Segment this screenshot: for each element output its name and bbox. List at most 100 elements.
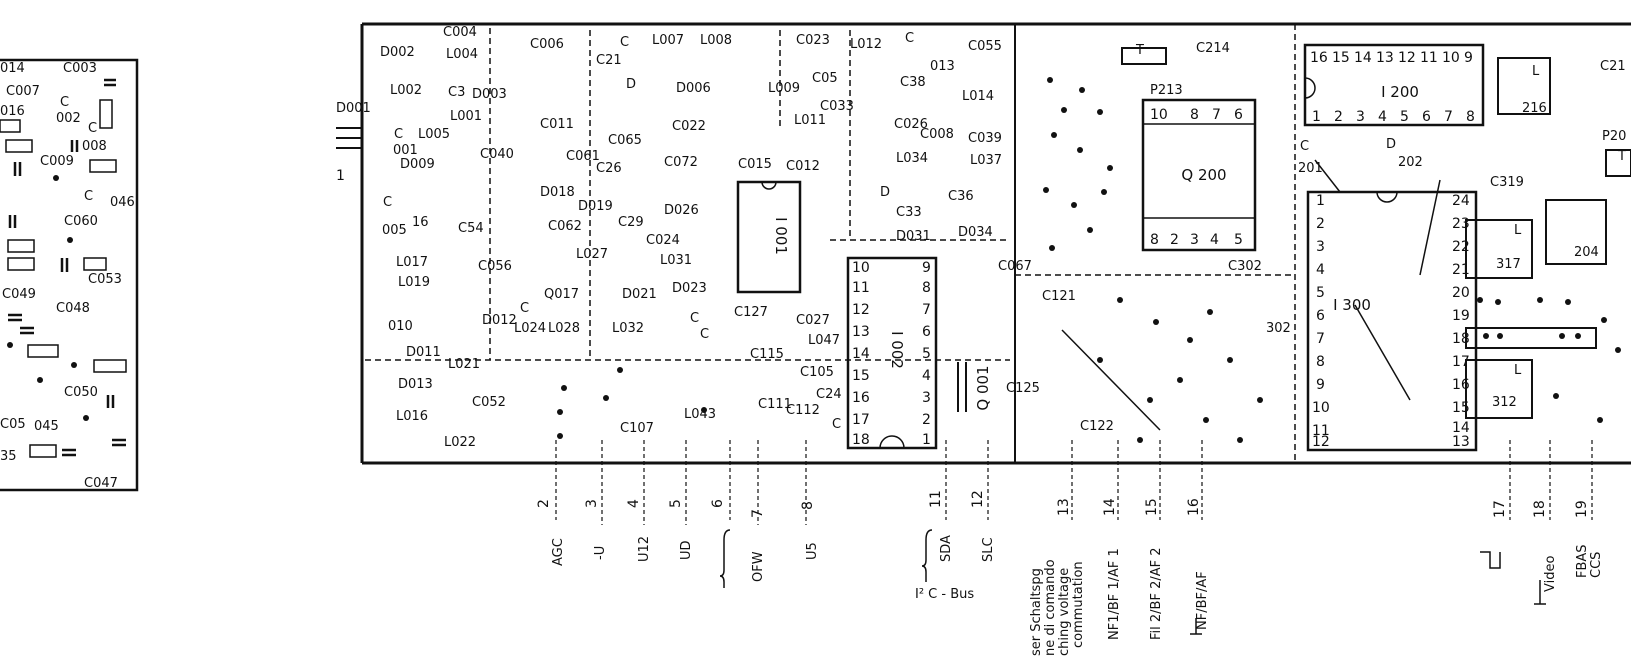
pin-number: 5 (1234, 232, 1243, 248)
ic-label: Q 200 (1181, 166, 1226, 184)
pin-number: 11 (1420, 50, 1438, 66)
component-label: D001 (336, 101, 371, 116)
component-label: L043 (684, 407, 716, 422)
component-label: L009 (768, 81, 800, 96)
pin-number: 2 (1170, 232, 1179, 248)
component-label: C111 (758, 397, 792, 412)
pin-number: 23 (1452, 216, 1470, 232)
component-label: L034 (896, 151, 928, 166)
component-label: C (620, 35, 629, 50)
component-label: C121 (1042, 289, 1076, 304)
pin-number: 8 (1466, 109, 1475, 125)
component-label: D006 (676, 81, 711, 96)
component-labels: C004 D002 L004 C006 C C21 L007 L008 C023… (336, 25, 1626, 450)
pin-number: 15 (1144, 498, 1160, 516)
pin-number: 6 (1234, 107, 1243, 123)
component-label: L001 (450, 109, 482, 124)
pin-number: 3 (1316, 239, 1325, 255)
pin-number: 2 (1334, 109, 1343, 125)
pin-number: 4 (626, 499, 642, 508)
pin-number: 2 (1316, 216, 1325, 232)
switching-text-line: ser Schaltspg (1029, 568, 1044, 656)
pin-number: 2 (536, 499, 552, 508)
signal-label: -U (593, 546, 608, 560)
lf-label: C003 (63, 61, 97, 76)
lf-label: 002 (56, 111, 81, 126)
component-label: L012 (850, 37, 882, 52)
component-label: L008 (700, 33, 732, 48)
component-label: L005 (418, 127, 450, 142)
signal-labels: AGC -U U12 UD U5 SDA SLC NF/BF/AF Video … (551, 535, 1604, 656)
component-label: L (1532, 64, 1540, 79)
component-label: 202 (1398, 155, 1423, 170)
switching-text-line: ching voltage (1057, 568, 1072, 656)
component-label: L024 (514, 321, 546, 336)
component-label: C067 (998, 259, 1032, 274)
component-label: C006 (530, 37, 564, 52)
lf-label: C05 (0, 417, 26, 432)
lf-label: C050 (64, 385, 98, 400)
pin-number: 9 (1464, 50, 1473, 66)
pin-number: 18 (852, 432, 870, 448)
switching-text-line: ne di comando (1043, 559, 1058, 656)
lf-label: C048 (56, 301, 90, 316)
signal-label: U5 (805, 542, 820, 560)
component-label: D (626, 77, 636, 92)
pin-number: 22 (1452, 239, 1470, 255)
component-label: L019 (398, 275, 430, 290)
pin-number: 15 (1332, 50, 1350, 66)
component-label: C011 (540, 117, 574, 132)
pin-number: 16 (852, 390, 870, 406)
pin-number: 5 (668, 499, 684, 508)
component-label: 204 (1574, 245, 1599, 260)
pin-number: 10 (1312, 400, 1330, 416)
group-braces (719, 529, 1546, 635)
pin-number: 14 (852, 346, 870, 362)
pin-number: 11 (928, 490, 944, 508)
pin-number: 17 (1452, 354, 1470, 370)
bottom-pin-numbers: 2 3 4 5 6 7 8 11 12 13 14 15 16 17 18 19 (536, 490, 1590, 518)
pin-number: 8 (1150, 232, 1159, 248)
component-label: C008 (920, 127, 954, 142)
signal-label: SLC (981, 537, 996, 562)
pin-number: 6 (922, 324, 931, 340)
component-label: L031 (660, 253, 692, 268)
pin-number: 9 (1316, 377, 1325, 393)
switching-text-line: commutation (1071, 561, 1086, 648)
pin-number: 6 (1316, 308, 1325, 324)
component-label: C21 (1600, 59, 1626, 74)
component-label: L016 (396, 409, 428, 424)
component-label: L017 (396, 255, 428, 270)
component-label: 010 (388, 319, 413, 334)
i002-pin-numbers: 10 11 12 13 14 15 16 17 18 9 8 7 6 5 4 3… (852, 260, 931, 448)
component-label: C33 (896, 205, 922, 220)
component-label: L022 (444, 435, 476, 450)
component-label: L (1514, 223, 1522, 238)
pin-number: 4 (1378, 109, 1387, 125)
component-label: C125 (1006, 381, 1040, 396)
coil-boxes (1121, 47, 1631, 419)
signal-label: U12 (637, 536, 652, 562)
component-label: D003 (472, 87, 507, 102)
component-label: C056 (478, 259, 512, 274)
lf-label: C (88, 121, 97, 136)
component-label: C023 (796, 33, 830, 48)
component-label: D011 (406, 345, 441, 360)
component-label: C033 (820, 99, 854, 114)
component-label: C38 (900, 75, 926, 90)
component-label: C105 (800, 365, 834, 380)
pin-number: 1 (1312, 109, 1321, 125)
component-label: D018 (540, 185, 575, 200)
component-label: L007 (652, 33, 684, 48)
pin-number: 3 (1356, 109, 1365, 125)
component-label: C29 (618, 215, 644, 230)
pin-number: 7 (750, 509, 766, 518)
pin-number: 11 (852, 280, 870, 296)
component-label: L011 (794, 113, 826, 128)
pin-number: 6 (710, 499, 726, 508)
component-label: C026 (894, 117, 928, 132)
component-label: C127 (734, 305, 768, 320)
component-label: P213 (1150, 83, 1183, 98)
component-label: L027 (576, 247, 608, 262)
